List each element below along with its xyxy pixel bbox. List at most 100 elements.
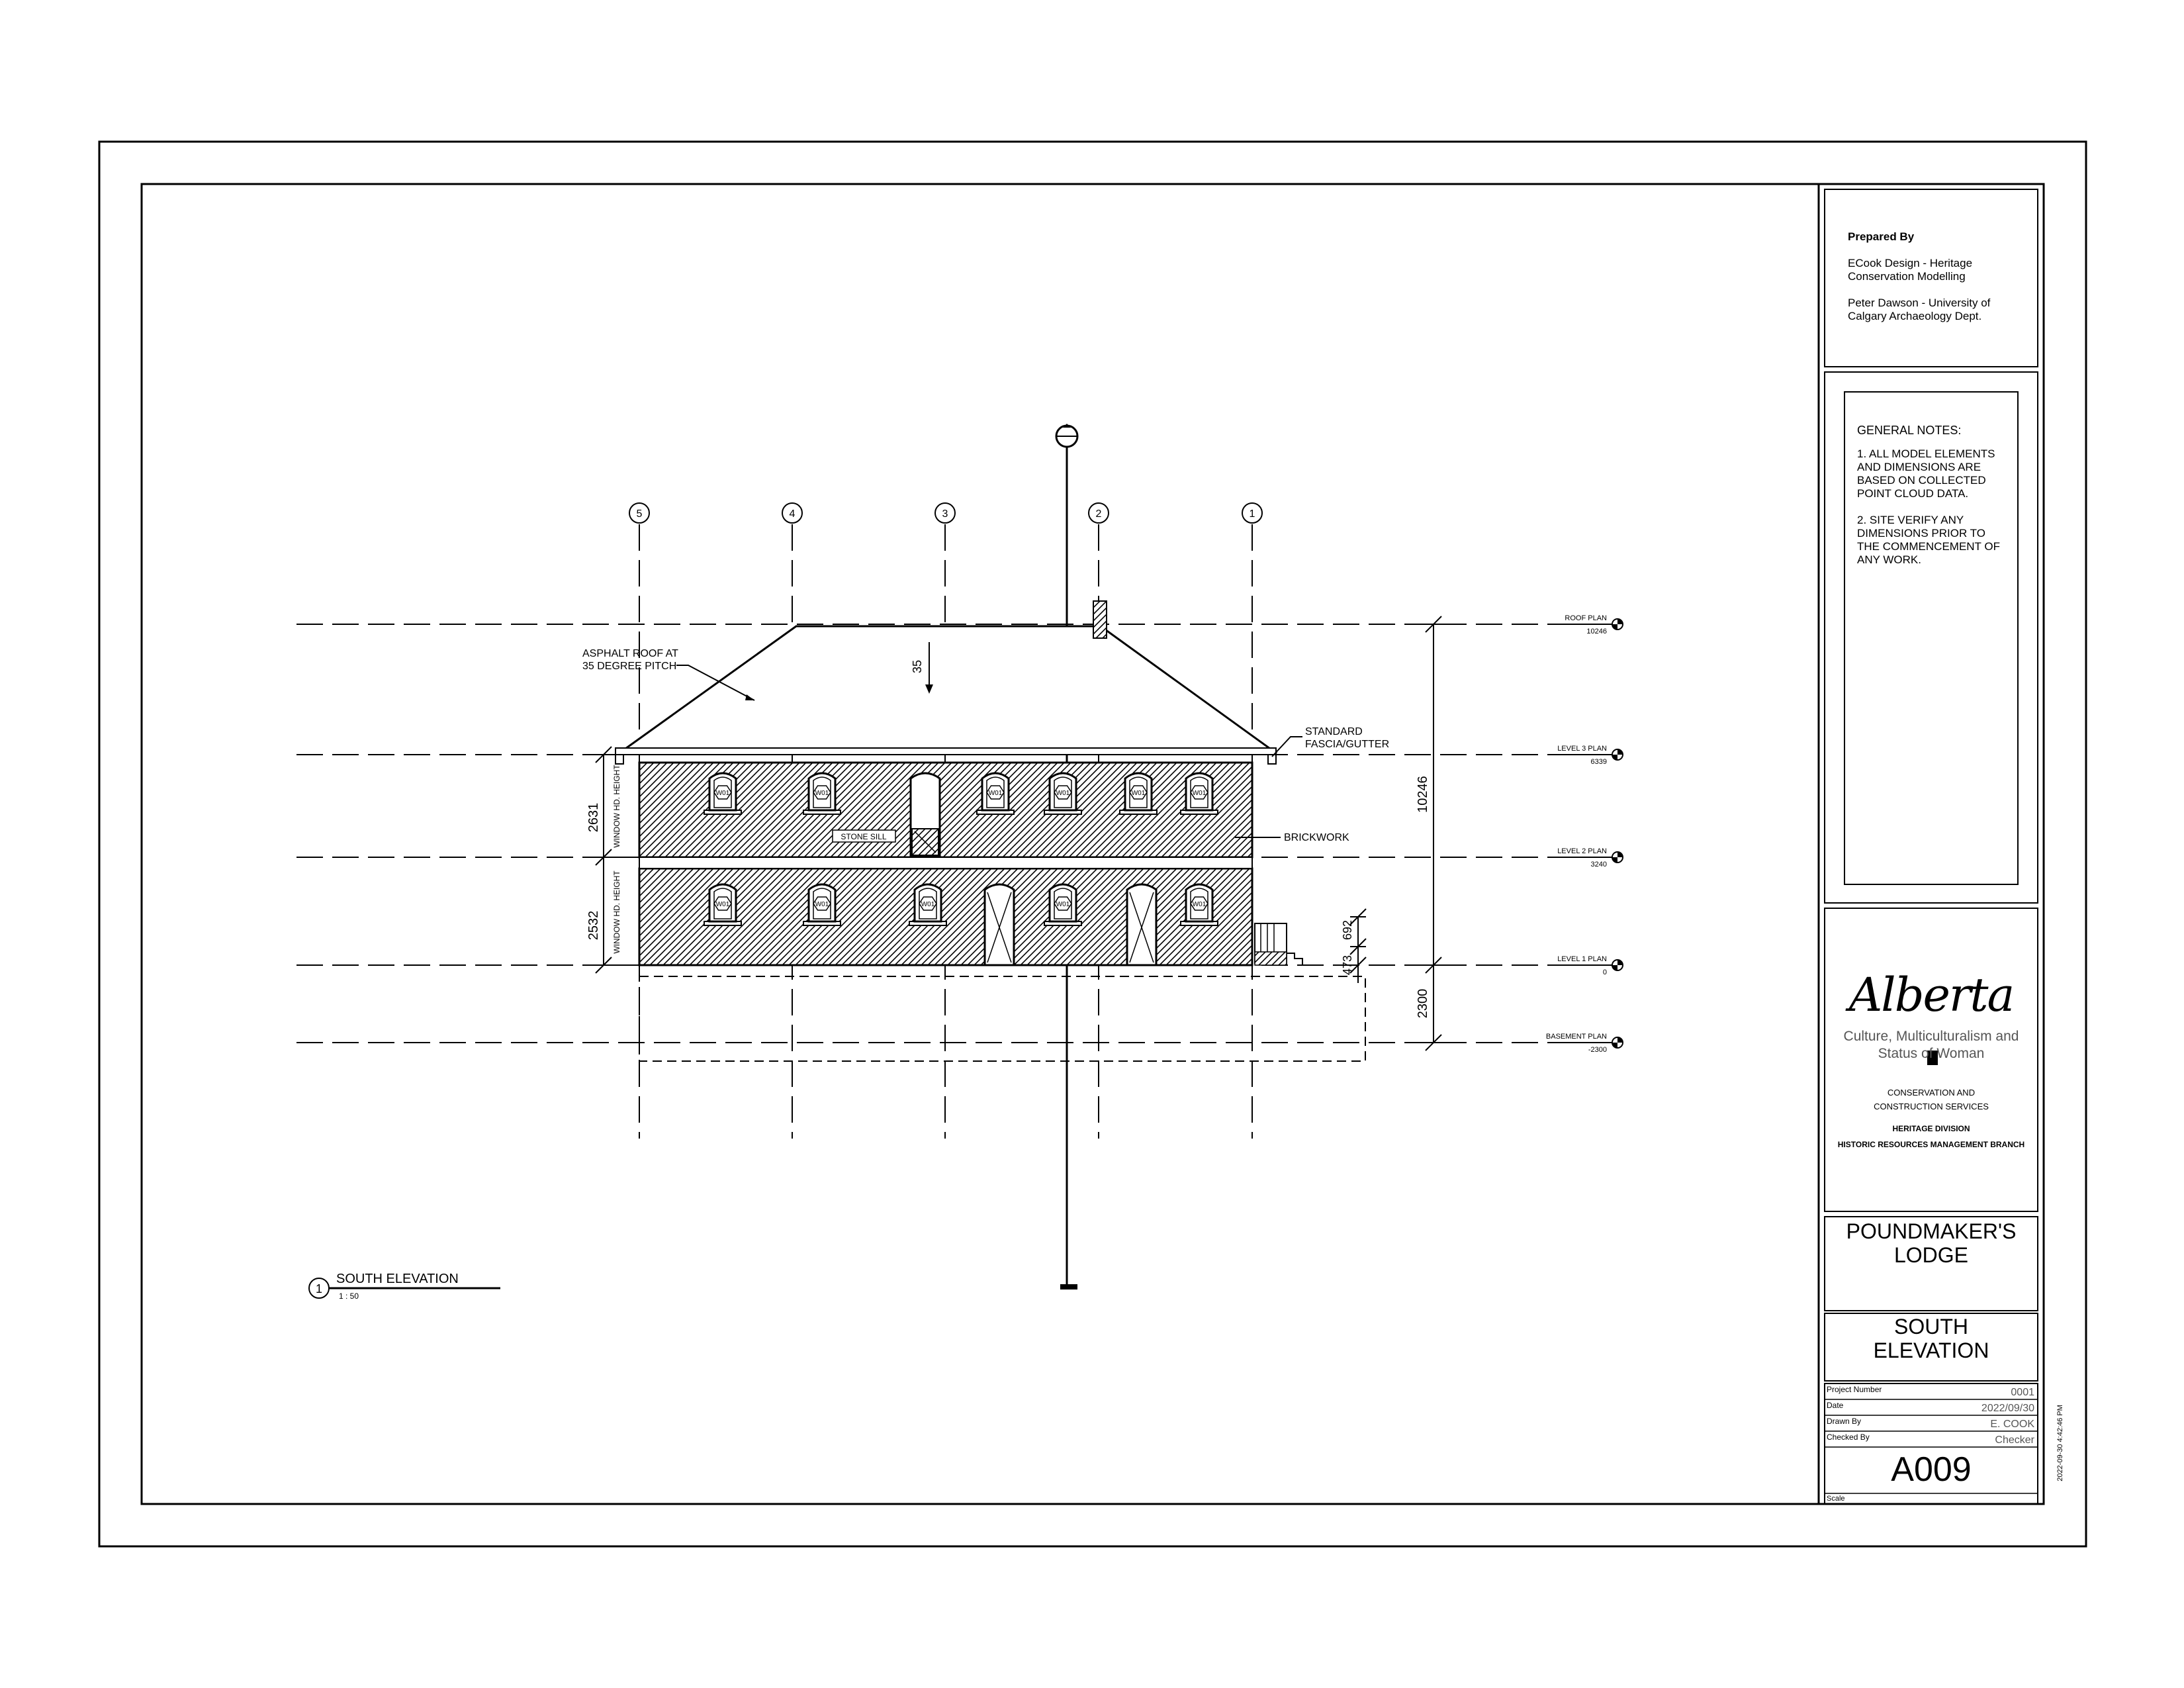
window-tag-label: W01 bbox=[1193, 790, 1206, 797]
level-elevation: 6339 bbox=[1591, 758, 1607, 766]
timestamp: 2022-09-30 4:42:46 PM bbox=[2056, 1405, 2064, 1481]
dim-lower-window-label: WINDOW HD. HEIGHT bbox=[612, 870, 621, 954]
ministry-line2: Status of Woman bbox=[1878, 1046, 1985, 1061]
floor-band bbox=[639, 857, 1253, 869]
inner-border bbox=[140, 183, 2045, 1505]
alberta-logo: Alberta bbox=[1845, 968, 2017, 1076]
upper-window: W01 bbox=[1119, 772, 1158, 815]
window-tag bbox=[986, 785, 1005, 800]
dim-upper-window: 2631 bbox=[586, 803, 601, 833]
level-name: ROOF PLAN bbox=[1565, 614, 1607, 622]
basement-outline bbox=[639, 976, 1366, 1062]
sheet-title: SOUTH ELEVATION bbox=[1873, 1315, 1989, 1362]
roof-leader bbox=[676, 665, 755, 701]
checked-by-value: Checker bbox=[1995, 1434, 2034, 1446]
view-scale: 1 : 50 bbox=[339, 1291, 359, 1301]
sheet-number: A009 bbox=[1891, 1450, 1972, 1489]
dim-lower-window: 2532 bbox=[586, 911, 601, 941]
level-elevation: 3240 bbox=[1591, 861, 1607, 868]
upper-window: W01 bbox=[704, 772, 742, 815]
window-tag bbox=[1190, 785, 1208, 800]
window-tag-label: W01 bbox=[716, 901, 730, 908]
note2: 2. SITE VERIFY ANY DIMENSIONS PRIOR TO T… bbox=[1857, 514, 2000, 566]
view-number: 1 bbox=[316, 1282, 322, 1295]
dim-step-upper: 692 bbox=[1341, 920, 1354, 940]
roof bbox=[617, 625, 1278, 753]
date-value: 2022/09/30 bbox=[1981, 1403, 2034, 1414]
window-tag bbox=[919, 896, 937, 911]
lower-window: W01 bbox=[1044, 883, 1082, 926]
grid-label-5: 5 bbox=[637, 508, 643, 520]
project-name: POUNDMAKER'S LODGE bbox=[1846, 1219, 2017, 1267]
window-tag-label: W01 bbox=[1132, 790, 1146, 797]
outer-border bbox=[98, 140, 2087, 1548]
window-tag bbox=[1190, 896, 1208, 911]
view-title: 1 SOUTH ELEVATION 1 : 50 bbox=[308, 1272, 500, 1301]
doors bbox=[909, 772, 1158, 966]
window-tag bbox=[713, 785, 732, 800]
firm-line2: Conservation Modelling bbox=[1848, 270, 1966, 283]
window-tag bbox=[713, 896, 732, 911]
checked-by-label: Checked By bbox=[1827, 1432, 1870, 1442]
level-elevation: -2300 bbox=[1588, 1046, 1607, 1054]
division: HERITAGE DIVISION bbox=[1892, 1124, 1970, 1133]
fascia-leader bbox=[1271, 736, 1302, 757]
level-head: ROOF PLAN 10246 bbox=[1555, 614, 1623, 635]
gutter-left bbox=[615, 754, 624, 765]
title-block-frames bbox=[1824, 189, 2038, 1505]
notes-title: GENERAL NOTES: bbox=[1857, 424, 1962, 437]
level-name: LEVEL 2 PLAN bbox=[1557, 847, 1607, 855]
brickwork-note: BRICKWORK bbox=[1284, 832, 1349, 843]
gutter-right bbox=[1267, 754, 1277, 765]
level-name: BASEMENT PLAN bbox=[1546, 1033, 1607, 1041]
level-elevation: 0 bbox=[1603, 968, 1607, 976]
level-name: LEVEL 1 PLAN bbox=[1557, 955, 1607, 963]
grid-label-4: 4 bbox=[790, 508, 796, 520]
upper-window: W01 bbox=[803, 772, 841, 815]
window-tag bbox=[813, 896, 831, 911]
grid-label-1: 1 bbox=[1250, 508, 1255, 520]
dim-step-lower: 473 bbox=[1341, 955, 1354, 975]
stone-sill-tag bbox=[832, 829, 896, 843]
level-head: BASEMENT PLAN -2300 bbox=[1546, 1033, 1623, 1054]
window-tag-label: W01 bbox=[815, 790, 829, 797]
window-tag bbox=[1054, 896, 1072, 911]
scale-label: Scale bbox=[1827, 1495, 1845, 1503]
person-line2: Calgary Archaeology Dept. bbox=[1848, 310, 1982, 322]
upper-window: W01 bbox=[976, 772, 1015, 815]
window-tag bbox=[1129, 785, 1148, 800]
dim-basement: 2300 bbox=[1416, 989, 1430, 1019]
window-tag-label: W01 bbox=[1193, 901, 1206, 908]
fascia bbox=[615, 747, 1277, 755]
lower-window: W01 bbox=[1180, 883, 1218, 926]
note1: 1. ALL MODEL ELEMENTS AND DIMENSIONS ARE… bbox=[1857, 447, 1995, 500]
alberta-flag-icon bbox=[1927, 1051, 1938, 1065]
window-tag-label: W01 bbox=[1056, 901, 1070, 908]
level-head: LEVEL 2 PLAN 3240 bbox=[1555, 847, 1623, 868]
window-tag-label: W01 bbox=[921, 901, 935, 908]
fascia-note-line1: STANDARD bbox=[1305, 726, 1363, 737]
level-elevation: 10246 bbox=[1586, 628, 1607, 635]
lower-window: W01 bbox=[909, 883, 947, 926]
ministry-line1: Culture, Multiculturalism and bbox=[1843, 1029, 2019, 1044]
grid-bubbles: 5 4 3 2 1 bbox=[629, 502, 1263, 524]
prepared-by-label: Prepared By bbox=[1848, 230, 1915, 243]
dim-upper-window-label: WINDOW HD. HEIGHT bbox=[612, 765, 621, 848]
person-line1: Peter Dawson - University of bbox=[1848, 297, 1991, 309]
date-label: Date bbox=[1827, 1401, 1844, 1410]
window-tag-label: W01 bbox=[989, 790, 1003, 797]
drawn-by-label: Drawn By bbox=[1827, 1417, 1862, 1426]
service-line1: CONSERVATION AND bbox=[1887, 1088, 1976, 1098]
window-tag-label: W01 bbox=[1056, 790, 1070, 797]
grid-label-3: 3 bbox=[942, 508, 948, 520]
lower-door-left bbox=[983, 883, 1015, 966]
dim-overall: 10246 bbox=[1416, 776, 1430, 813]
project-number: 0001 bbox=[2011, 1387, 2034, 1398]
service-line2: CONSTRUCTION SERVICES bbox=[1874, 1102, 1989, 1111]
view-title-text: SOUTH ELEVATION bbox=[336, 1272, 459, 1286]
